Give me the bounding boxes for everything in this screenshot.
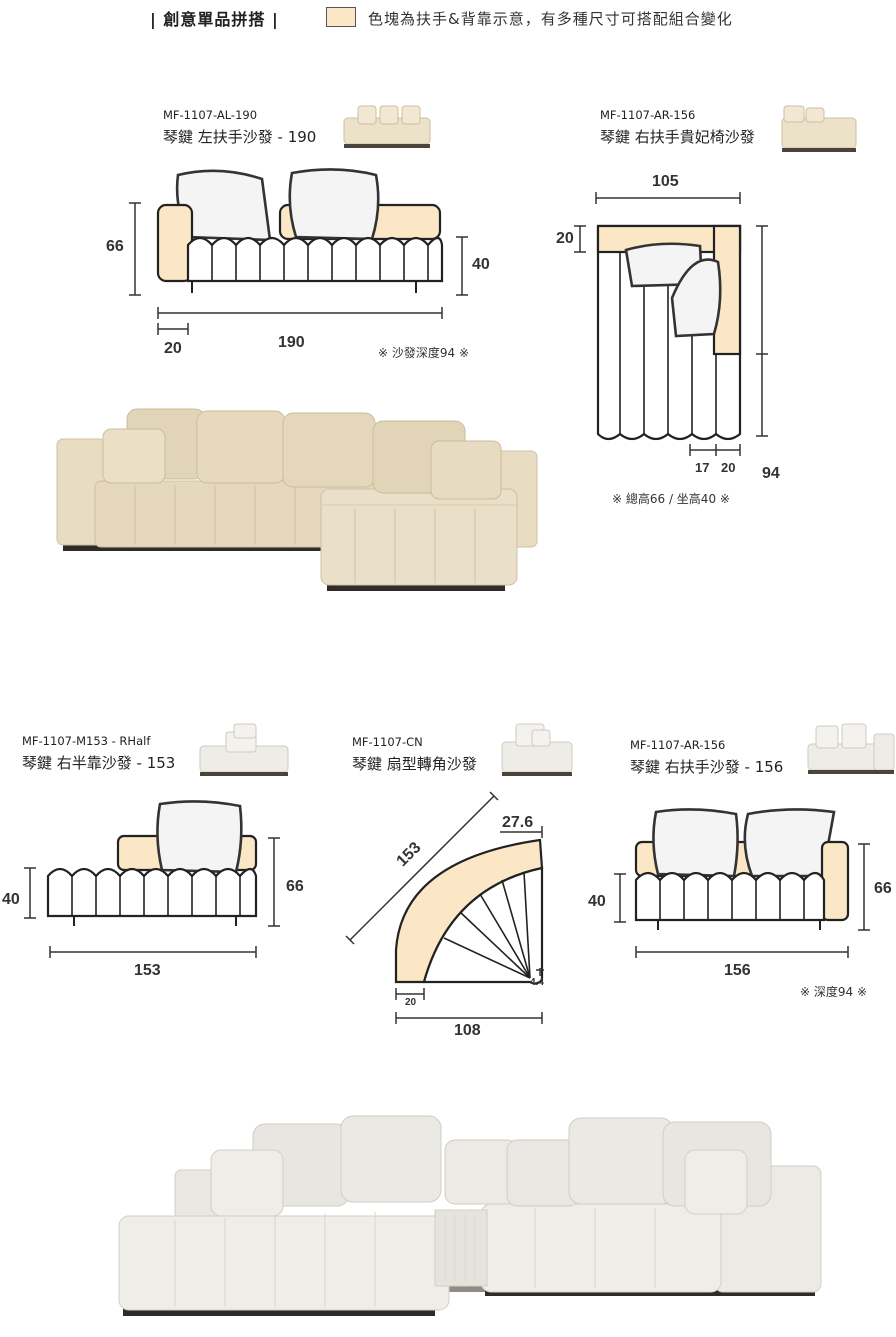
product-name: 琴鍵 右半靠沙發 - 153: [22, 754, 176, 772]
dim-height: 66: [106, 238, 124, 255]
sofa-photo-beige: [56, 408, 538, 591]
dim-tip: 4.4: [530, 977, 544, 988]
product-code: MF-1107-AL-190: [163, 108, 258, 122]
diagram-front-153: [24, 800, 280, 958]
dim-width: 108: [454, 1022, 481, 1039]
depth-note: ※ 深度94 ※: [800, 985, 868, 999]
dim-top: 27.6: [502, 814, 534, 831]
legend-swatch: [326, 7, 356, 27]
diagram-top-fan-corner: [345, 791, 544, 1024]
dim-b: 20: [721, 460, 736, 475]
dim-seat-height: 40: [588, 893, 606, 910]
product-code: MF-1107-AR-156: [630, 738, 726, 752]
legend-text: 色塊為扶手&背靠示意，有多種尺寸可搭配組合變化: [368, 10, 733, 28]
product-name: 琴鍵 右扶手貴妃椅沙發: [600, 128, 755, 146]
thumbnail-right-arm: [807, 723, 895, 774]
dim-arm: 20: [405, 997, 417, 1008]
dim-a: 17: [695, 460, 710, 475]
dim-seat-height: 40: [2, 891, 20, 908]
product-code: MF-1107-M153 - RHalf: [22, 734, 151, 748]
dim-back: 20: [556, 230, 574, 247]
product-name: 琴鍵 扇型轉角沙發: [352, 755, 477, 773]
dim-height: 66: [874, 880, 892, 897]
dim-depth: 94: [762, 465, 780, 482]
height-note: ※ 總高66 / 坐高40 ※: [612, 492, 730, 506]
product-code: MF-1107-AR-156: [600, 108, 696, 122]
dim-width: 156: [724, 962, 751, 979]
diagram-front-156: [614, 808, 870, 958]
product-name: 琴鍵 左扶手沙發 - 190: [163, 128, 317, 146]
product-code: MF-1107-CN: [352, 735, 423, 749]
dim-seat-height: 40: [472, 256, 490, 273]
depth-note: ※ 沙發深度94 ※: [378, 346, 470, 360]
thumbnail-half-back: [199, 723, 289, 776]
dim-width: 153: [134, 962, 161, 979]
dim-width: 105: [652, 173, 679, 190]
diagram-top-chaise: [574, 192, 768, 456]
thumbnail-chaise: [781, 105, 857, 152]
sofa-photo-white: [118, 1115, 822, 1316]
diagram-front-190: [129, 168, 468, 335]
dim-arm-width: 20: [164, 340, 182, 357]
dim-width: 190: [278, 334, 305, 351]
thumbnail-sofa-190: [343, 105, 431, 148]
thumbnail-corner: [501, 723, 573, 776]
section-title: | 創意單品拼搭 |: [150, 10, 279, 29]
dim-height: 66: [286, 878, 304, 895]
product-name: 琴鍵 右扶手沙發 - 156: [630, 758, 784, 776]
